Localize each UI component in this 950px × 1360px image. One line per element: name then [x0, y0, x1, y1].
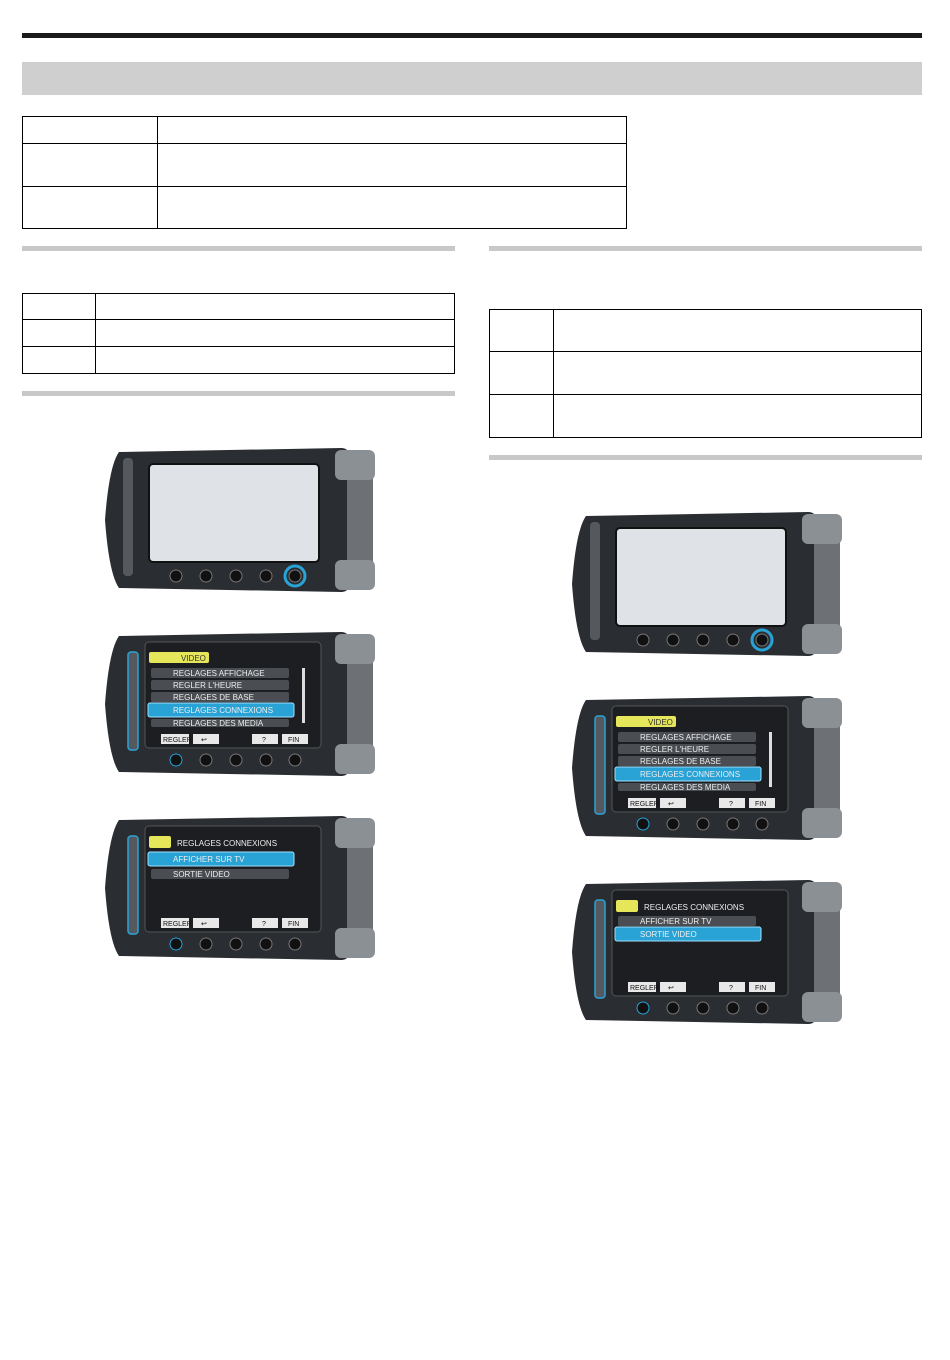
- table-cell: [489, 309, 554, 352]
- menu-item: REGLAGES DE BASE: [173, 693, 254, 702]
- back-button-label: ↩: [201, 921, 207, 928]
- help-button-label: ?: [262, 921, 266, 928]
- table-cell: [157, 116, 627, 144]
- section-divider-left-2: [22, 391, 455, 396]
- regler-button-label: REGLER: [163, 921, 192, 928]
- menu-header: VIDEO: [181, 654, 206, 663]
- camera-illustration-submenu-2: REGLAGES CONNEXIONS AFFICHER SUR TV SORT…: [572, 880, 842, 1024]
- camera-illustration-menu: VIDEO REGLAGES AFFICHAGE REGLER L'HEURE …: [105, 632, 375, 776]
- fin-button-label: FIN: [755, 985, 766, 992]
- help-button-label: ?: [262, 737, 266, 744]
- camera-illustration-blank: [105, 448, 375, 592]
- table-cell: [95, 293, 455, 320]
- help-button-label: ?: [729, 801, 733, 808]
- camera-illustration-menu-2: VIDEO REGLAGES AFFICHAGE REGLER L'HEURE …: [572, 696, 842, 840]
- help-button-label: ?: [729, 985, 733, 992]
- table-cell: [553, 309, 922, 352]
- menu-item-selected: REGLAGES CONNEXIONS: [640, 770, 740, 779]
- left-table: [22, 293, 455, 374]
- back-button-label: ↩: [201, 737, 207, 744]
- section-divider-left-1: [22, 246, 455, 251]
- submenu-item: SORTIE VIDEO: [173, 870, 230, 879]
- fin-button-label: FIN: [755, 801, 766, 808]
- submenu-header: REGLAGES CONNEXIONS: [177, 839, 277, 848]
- table-cell: [22, 346, 96, 374]
- menu-item: REGLAGES DES MEDIA: [173, 719, 264, 728]
- table-cell: [489, 394, 554, 438]
- table-cell: [22, 116, 158, 144]
- submenu-header: REGLAGES CONNEXIONS: [644, 903, 744, 912]
- table-cell: [22, 319, 96, 347]
- table-cell: [22, 143, 158, 187]
- menu-item: REGLAGES DE BASE: [640, 757, 721, 766]
- fin-button-label: FIN: [288, 921, 299, 928]
- table-cell: [22, 293, 96, 320]
- menu-item: REGLER L'HEURE: [640, 745, 709, 754]
- table-cell: [157, 186, 627, 229]
- section-divider-right-1: [489, 246, 922, 251]
- submenu-item: AFFICHER SUR TV: [640, 917, 712, 926]
- camera-illustration-blank-2: [572, 512, 842, 656]
- menu-header: VIDEO: [648, 718, 673, 727]
- menu-item: REGLAGES DES MEDIA: [640, 783, 731, 792]
- menu-item: REGLAGES AFFICHAGE: [173, 669, 265, 678]
- table-cell: [553, 394, 922, 438]
- top-rule: [22, 33, 922, 38]
- section-divider-right-2: [489, 455, 922, 460]
- camera-illustration-submenu: REGLAGES CONNEXIONS AFFICHER SUR TV SORT…: [105, 816, 375, 960]
- regler-button-label: REGLER: [630, 985, 659, 992]
- regler-button-label: REGLER: [163, 737, 192, 744]
- submenu-item-selected: SORTIE VIDEO: [640, 930, 697, 939]
- right-table: [489, 309, 922, 438]
- table-cell: [95, 346, 455, 374]
- table-cell: [553, 351, 922, 395]
- table-cell: [22, 186, 158, 229]
- back-button-label: ↩: [668, 985, 674, 992]
- menu-item: REGLER L'HEURE: [173, 681, 242, 690]
- regler-button-label: REGLER: [630, 801, 659, 808]
- back-button-label: ↩: [668, 801, 674, 808]
- fin-button-label: FIN: [288, 737, 299, 744]
- menu-item-selected: REGLAGES CONNEXIONS: [173, 706, 273, 715]
- table-cell: [489, 351, 554, 395]
- menu-item: REGLAGES AFFICHAGE: [640, 733, 732, 742]
- title-bar: [22, 62, 922, 95]
- table-cell: [157, 143, 627, 187]
- main-table: [22, 116, 627, 229]
- submenu-item-selected: AFFICHER SUR TV: [173, 855, 245, 864]
- table-cell: [95, 319, 455, 347]
